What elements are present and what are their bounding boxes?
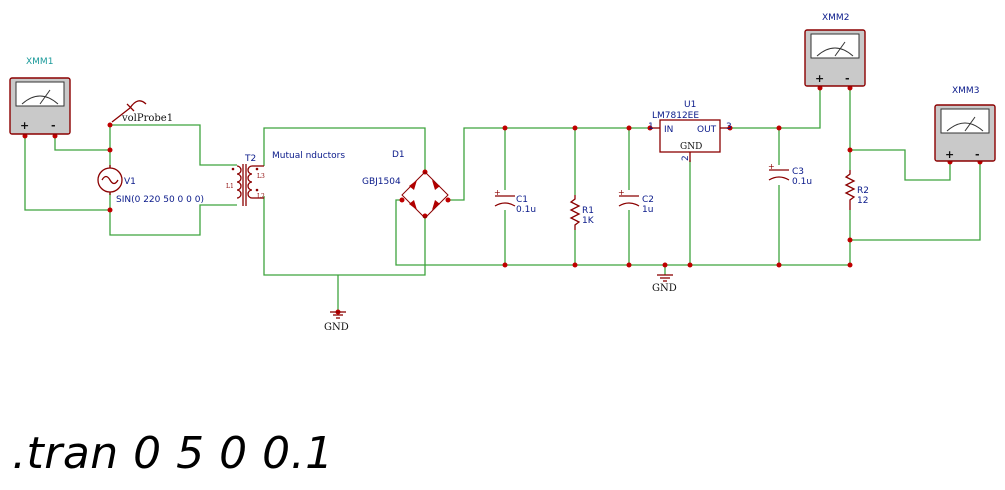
xmm2-plus: + [815, 72, 824, 85]
v1-ref: V1 [124, 177, 136, 187]
ground-symbol-1[interactable]: GND [324, 311, 349, 333]
u1-pin3: 3 [726, 122, 732, 132]
r1-ref: R1 [582, 206, 594, 216]
xmm2-minus: - [845, 72, 850, 85]
u1-part: LM7812EE [652, 111, 699, 121]
xmm2-label: XMM2 [822, 13, 849, 23]
xmm1-label: XMM1 [26, 57, 53, 67]
t2-ref: T2 [244, 154, 256, 164]
t2-l2: L2 [257, 193, 265, 200]
t2-l3: L3 [257, 173, 265, 180]
r2-value: 12 [857, 196, 868, 206]
xmm1-minus: - [51, 119, 56, 132]
t2-desc: Mutual nductors [272, 151, 345, 161]
spice-directive[interactable]: .tran 0 5 0 0.1 [12, 428, 334, 479]
u1-pin2: 2 [681, 155, 691, 161]
multimeter-xmm2[interactable]: XMM2 + - [804, 13, 866, 87]
r2-ref: R2 [857, 186, 869, 196]
resistor-r1[interactable]: R1 1K [569, 195, 595, 230]
xmm3-label: XMM3 [952, 86, 979, 96]
multimeter-xmm1[interactable]: XMM1 + - [9, 57, 71, 135]
c1-value: 0.1u [516, 205, 536, 215]
d1-ref: D1 [392, 150, 405, 160]
svg-text:+: + [494, 188, 501, 197]
voltage-probe[interactable]: volProbe1 [111, 100, 173, 124]
u1-pin1: 1 [648, 122, 654, 132]
ground-symbol-2[interactable]: GND [652, 274, 677, 294]
u1-out: OUT [697, 125, 717, 135]
multimeter-xmm3[interactable]: XMM3 + - [934, 86, 996, 162]
c2-value: 1u [642, 205, 653, 215]
svg-text:+: + [618, 188, 625, 197]
capacitor-c1[interactable]: + C1 0.1u [494, 188, 536, 215]
u1-ref: U1 [684, 100, 696, 110]
c1-ref: C1 [516, 195, 528, 205]
gnd-label-2: GND [652, 283, 677, 294]
xmm3-plus: + [945, 148, 954, 161]
capacitor-c3[interactable]: + C3 0.1u [768, 162, 812, 187]
u1-in: IN [664, 125, 673, 135]
probe-label: volProbe1 [121, 113, 173, 124]
xmm1-plus: + [20, 119, 29, 132]
d1-part: GBJ1504 [362, 177, 401, 187]
transformer-t2[interactable]: T2 Mutual nductors L1 L3 L2 [226, 151, 345, 206]
capacitor-c2[interactable]: + C2 1u [618, 188, 654, 215]
gnd-label-1: GND [324, 322, 349, 333]
svg-text:+: + [768, 162, 775, 171]
wires [24, 88, 981, 312]
c2-ref: C2 [642, 195, 654, 205]
t2-l1: L1 [226, 183, 234, 190]
regulator-u1[interactable]: U1 LM7812EE IN OUT GND 1 3 2 [648, 100, 732, 162]
r1-value: 1K [582, 216, 595, 226]
u1-gnd: GND [680, 142, 702, 152]
xmm3-minus: - [975, 148, 980, 161]
v1-value: SIN(0 220 50 0 0 0) [116, 195, 204, 205]
resistor-r2[interactable]: R2 12 [844, 170, 869, 210]
c3-value: 0.1u [792, 177, 812, 187]
junction-dots [22, 85, 983, 315]
c3-ref: C3 [792, 167, 804, 177]
source-v1[interactable]: V1 SIN(0 220 50 0 0 0) [97, 165, 204, 205]
bridge-d1[interactable]: D1 GBJ1504 [362, 150, 449, 219]
